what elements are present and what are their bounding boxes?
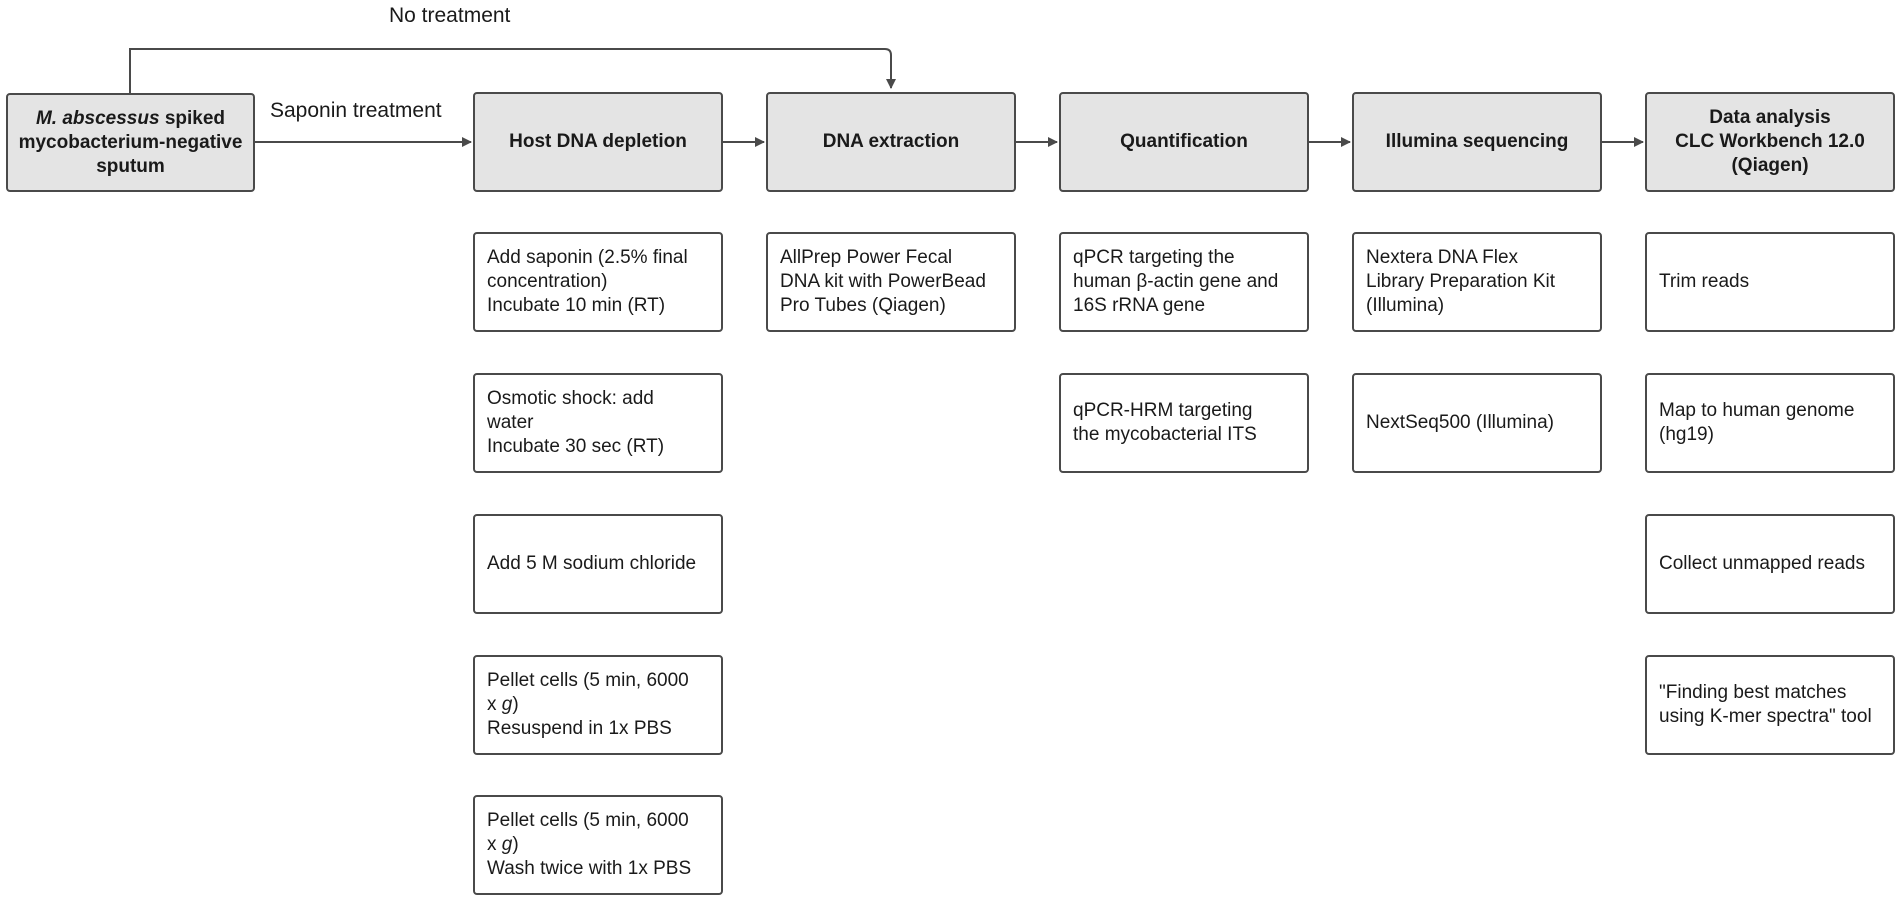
saponin-treatment-label: Saponin treatment bbox=[270, 99, 442, 122]
step-osmotic-shock: Osmotic shock: add water Incubate 30 sec… bbox=[473, 373, 723, 473]
sample-box: M. abscessus spiked mycobacterium-negati… bbox=[6, 93, 255, 192]
header-data-analysis: Data analysis CLC Workbench 12.0 (Qiagen… bbox=[1645, 92, 1895, 192]
step-trim-reads: Trim reads bbox=[1645, 232, 1895, 332]
step-add-saponin: Add saponin (2.5% final concentration) I… bbox=[473, 232, 723, 332]
header-dna-extraction: DNA extraction bbox=[766, 92, 1016, 192]
no-treatment-label: No treatment bbox=[389, 4, 511, 27]
step-collect-unmapped: Collect unmapped reads bbox=[1645, 514, 1895, 614]
step-nextera-kit: Nextera DNA Flex Library Preparation Kit… bbox=[1352, 232, 1602, 332]
sample-line2: mycobacterium-negative bbox=[18, 131, 243, 153]
organism-name: M. abscessus bbox=[35, 107, 160, 129]
no-treatment-arrow bbox=[129, 48, 896, 93]
step-allprep-kit: AllPrep Power Fecal DNA kit with PowerBe… bbox=[766, 232, 1016, 332]
header-quantification: Quantification bbox=[1059, 92, 1309, 192]
step-sodium-chloride: Add 5 M sodium chloride bbox=[473, 514, 723, 614]
header-host-dna-depletion: Host DNA depletion bbox=[473, 92, 723, 192]
step-nextseq500: NextSeq500 (Illumina) bbox=[1352, 373, 1602, 473]
sample-line3: sputum bbox=[96, 155, 165, 177]
step-kmer-spectra: "Finding best matches using K-mer spectr… bbox=[1645, 655, 1895, 755]
sample-line1-rest: spiked bbox=[159, 107, 226, 129]
step-pellet-resuspend: Pellet cells (5 min, 6000 x g) Resuspend… bbox=[473, 655, 723, 755]
header-illumina-sequencing: Illumina sequencing bbox=[1352, 92, 1602, 192]
step-pellet-wash: Pellet cells (5 min, 6000 x g) Wash twic… bbox=[473, 795, 723, 895]
step-map-human-genome: Map to human genome (hg19) bbox=[1645, 373, 1895, 473]
step-qpcr-beta-actin: qPCR targeting the human β-actin gene an… bbox=[1059, 232, 1309, 332]
step-qpcr-hrm: qPCR-HRM targeting the mycobacterial ITS bbox=[1059, 373, 1309, 473]
